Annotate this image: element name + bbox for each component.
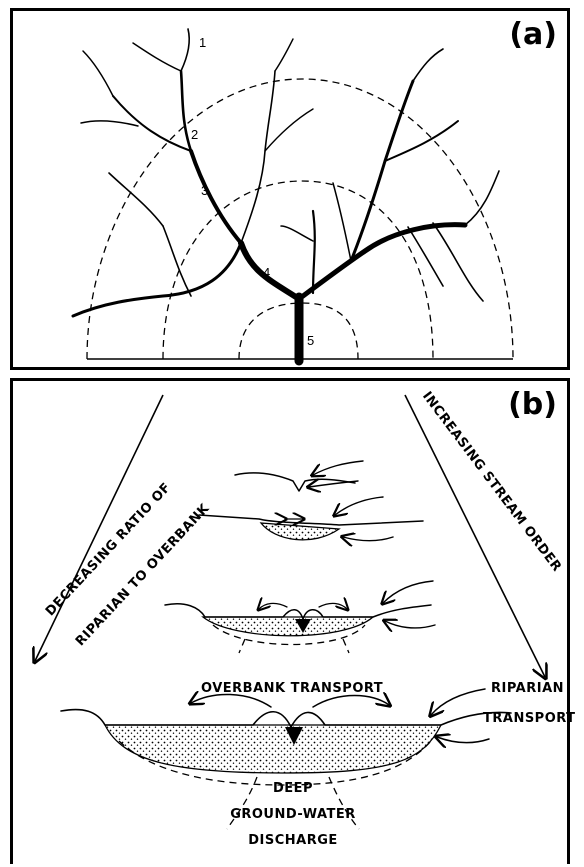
discharge-label-line2: GROUND-WATER <box>203 807 383 822</box>
stream-right-lower2 <box>408 227 443 286</box>
section-1-arrow-b <box>309 481 358 487</box>
section-3-discharge-right <box>343 639 349 653</box>
section-3-discharge-left <box>239 639 245 653</box>
stream-order-3-left <box>191 151 241 243</box>
stream-order-label-1: 1 <box>199 35 206 50</box>
panel-a-tag: (a) <box>509 17 557 52</box>
section-4-riparian-a <box>431 689 485 715</box>
panel-b-tag: (b) <box>508 387 557 422</box>
panel-a-stream-network: (a) 1 2 3 4 5 <box>10 8 570 370</box>
section-2-arrow-a <box>335 497 383 515</box>
stream-order-label-5: 5 <box>307 333 314 348</box>
stream-right-branch <box>299 225 465 299</box>
stream-right-tip <box>413 49 443 81</box>
section-3-arrow-b <box>385 621 435 628</box>
stream-center-right <box>333 183 351 261</box>
stream-right-lower <box>433 223 483 301</box>
stream-left-lower-trib <box>163 226 191 296</box>
section-1-surface <box>235 473 355 491</box>
discharge-label-line1: DEEP <box>243 781 343 796</box>
section-3-overbank-left <box>259 603 287 609</box>
section-4-sediment <box>105 725 441 773</box>
stream-mid-up <box>241 71 275 243</box>
stream-left-upper-tip <box>83 51 113 96</box>
section-4-riparian-b <box>437 737 489 743</box>
stream-mid-trib <box>265 109 313 151</box>
overbank-transport-label: OVERBANK TRANSPORT <box>201 681 383 696</box>
section-1-arrow-a <box>313 461 363 475</box>
stream-left-upper-trib <box>81 121 138 126</box>
riparian-label-line2: TRANSPORT <box>483 711 576 726</box>
discharge-label-line3: DISCHARGE <box>213 833 373 848</box>
stream-center-left <box>281 226 313 241</box>
section-2-surface <box>199 515 423 525</box>
stream-order-label-3: 3 <box>201 183 208 198</box>
stream-upper-left-tip <box>133 43 181 71</box>
stream-mid-tip <box>275 39 293 71</box>
stream-order-2-left <box>181 71 191 151</box>
stream-order-label-2: 2 <box>191 127 198 142</box>
stream-center-trib <box>313 211 315 293</box>
stream-left-lower <box>73 243 241 316</box>
section-3-arrow-a <box>383 581 433 603</box>
section-2-sediment <box>261 523 339 540</box>
stream-order-label-4: 4 <box>263 265 270 280</box>
riparian-label-line1: RIPARIAN <box>491 681 564 696</box>
stream-network-diagram <box>13 11 567 367</box>
stream-order-1-top <box>181 29 189 71</box>
panel-b-cross-sections: (b) DECREASING RATIO OF RIPARIAN TO OVER… <box>10 378 570 864</box>
section-4-overbank-left <box>191 694 271 707</box>
stream-right-tip2 <box>465 171 499 225</box>
section-2-arrow-b <box>343 537 393 541</box>
section-3-overbank-right <box>319 603 347 609</box>
section-3-sediment <box>203 617 373 636</box>
section-4-overbank-right <box>313 696 389 708</box>
